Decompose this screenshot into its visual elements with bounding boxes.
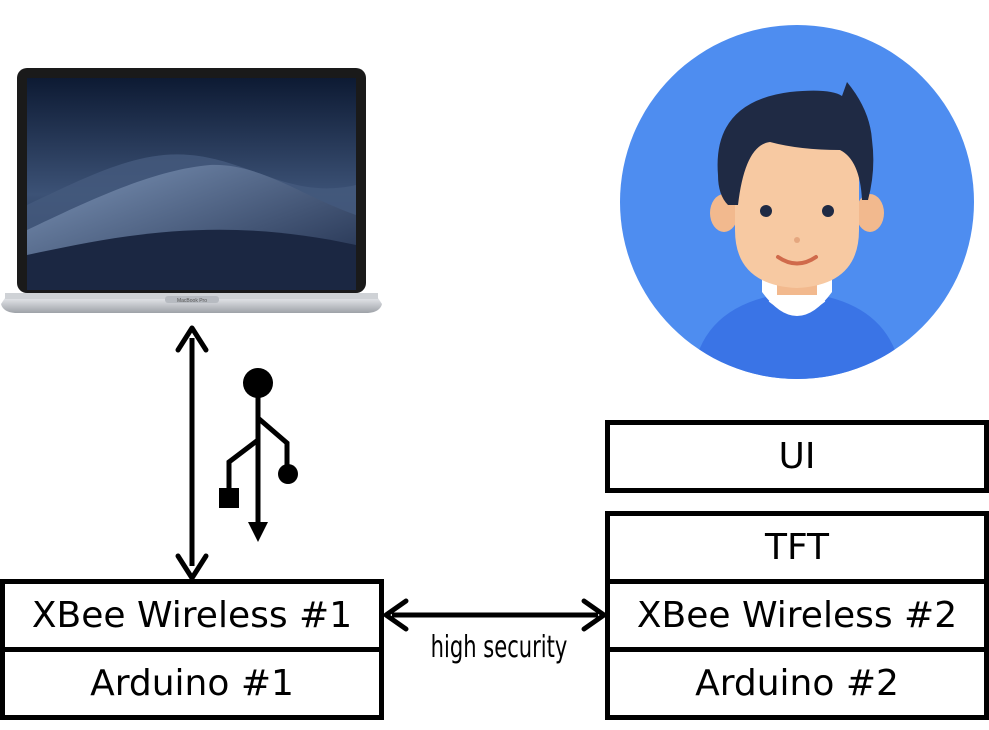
usb-icon xyxy=(219,368,298,542)
tft-box: TFT xyxy=(605,511,989,584)
usb-link-arrow xyxy=(175,325,209,581)
connection-label: high security xyxy=(430,630,568,665)
arduino-2-box: Arduino #2 xyxy=(605,647,989,720)
laptop-model-text: MacBook Pro xyxy=(177,298,207,304)
xbee-wireless-2-box: XBee Wireless #2 xyxy=(605,579,989,652)
ui-box: UI xyxy=(605,420,989,493)
xbee-wireless-1-box: XBee Wireless #1 xyxy=(0,579,384,652)
arduino-1-box: Arduino #1 xyxy=(0,647,384,720)
user-avatar-icon xyxy=(620,25,974,379)
wireless-link-arrow xyxy=(383,598,607,632)
laptop-icon: MacBook Pro xyxy=(1,68,382,313)
